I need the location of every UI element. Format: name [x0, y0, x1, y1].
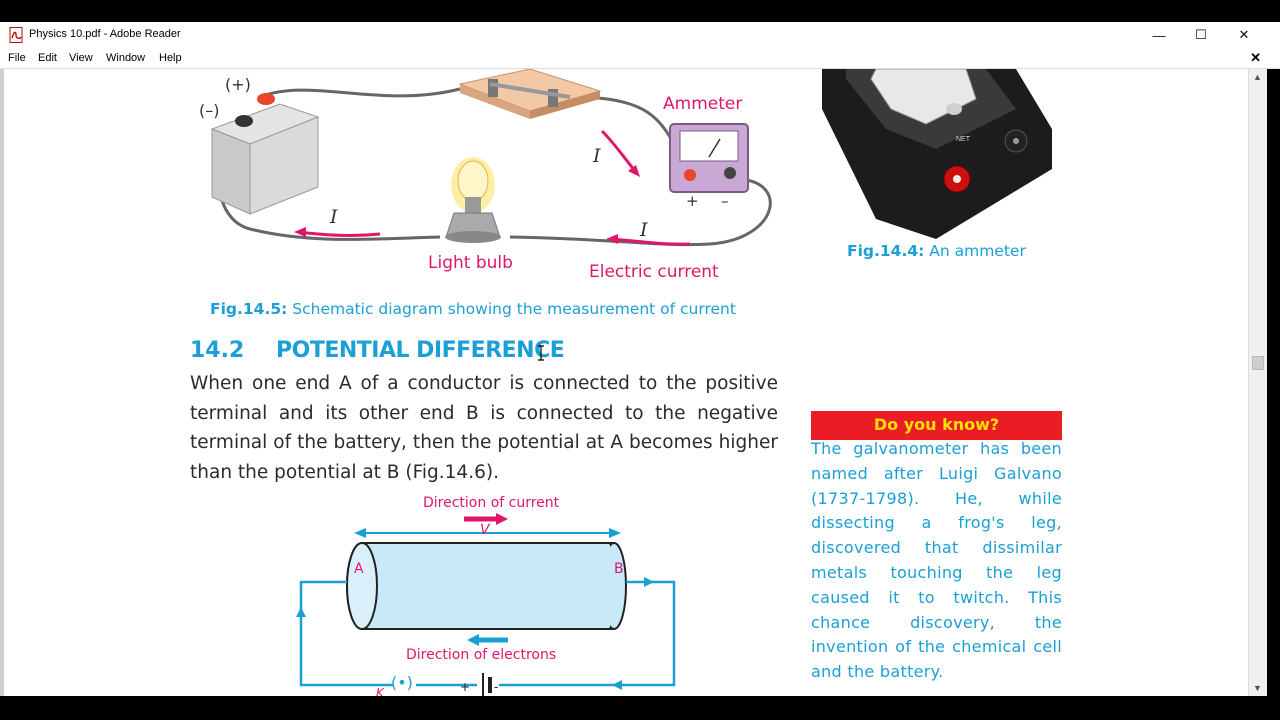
menu-help[interactable]: Help — [159, 52, 182, 64]
fig-14-5-circuit-illustration — [210, 69, 772, 247]
cell-plus-label: + — [460, 680, 471, 694]
current-symbol-label: I — [640, 219, 648, 241]
section-title: POTENTIAL DIFFERENCE — [276, 338, 565, 363]
fig-14-5-caption: Fig.14.5: Schematic diagram showing the … — [210, 300, 736, 318]
light-bulb-label: Light bulb — [428, 253, 513, 273]
direction-of-current-label: Direction of current — [423, 495, 560, 511]
key-symbol: (•) — [391, 673, 413, 692]
svg-text:NET: NET — [956, 136, 971, 143]
key-k-label: K — [376, 686, 384, 696]
close-button[interactable]: ✕ — [1238, 27, 1250, 42]
ammeter-label: Ammeter — [663, 94, 743, 114]
fig-14-4-ammeter-photo: NET — [822, 69, 1052, 239]
menu-edit[interactable]: Edit — [38, 52, 57, 64]
end-b-label: B — [614, 561, 624, 577]
menu-view[interactable]: View — [69, 52, 93, 64]
switch-icon — [458, 69, 602, 119]
end-a-label: A — [354, 561, 364, 577]
vertical-scrollbar[interactable]: ▲ ▼ — [1248, 69, 1267, 696]
electric-current-label: Electric current — [589, 262, 719, 282]
cell-minus-label: - — [494, 680, 499, 694]
section-number: 14.2 — [190, 338, 245, 363]
document-page[interactable]: (+) (–) Ammeter I I I + – Light bulb Ele… — [0, 69, 1248, 696]
menu-window[interactable]: Window — [106, 52, 146, 64]
fig-14-6-conductor-diagram — [296, 513, 676, 696]
light-bulb-icon — [445, 157, 501, 243]
battery-minus-label: (–) — [199, 101, 220, 120]
current-symbol-label: I — [593, 145, 601, 167]
fig-14-4-caption: Fig.14.4: An ammeter — [847, 242, 1026, 260]
body-paragraph: When one end A of a conductor is connect… — [190, 373, 778, 483]
current-symbol-label: I — [330, 206, 338, 228]
ammeter-icon — [669, 123, 749, 193]
battery-plus-label: (+) — [225, 75, 251, 94]
direction-of-electrons-label: Direction of electrons — [406, 647, 557, 663]
ammeter-plus-label: + — [686, 192, 699, 210]
scroll-up-icon[interactable]: ▲ — [1253, 72, 1262, 82]
title-bar: Physics 10.pdf - Adobe Reader — ☐ ✕ — [0, 22, 1280, 48]
window-edge — [1267, 69, 1280, 696]
pdf-file-icon — [9, 27, 23, 43]
scrollbar-thumb[interactable] — [1252, 356, 1264, 370]
minimize-button[interactable]: — — [1152, 27, 1166, 43]
scroll-down-icon[interactable]: ▼ — [1253, 683, 1262, 693]
menu-file[interactable]: File — [8, 52, 26, 64]
window-title: Physics 10.pdf - Adobe Reader — [29, 28, 181, 40]
text-cursor-icon — [538, 345, 544, 361]
menu-bar: File Edit View Window Help ✕ — [0, 48, 1280, 69]
ammeter-minus-label: – — [721, 192, 729, 210]
do-you-know-body: The galvanometer has been named after Lu… — [811, 439, 1062, 682]
voltage-label: V — [480, 522, 490, 538]
close-document-icon[interactable]: ✕ — [1250, 50, 1261, 65]
maximize-button[interactable]: ☐ — [1195, 27, 1207, 42]
do-you-know-title: Do you know? — [811, 411, 1062, 440]
battery-icon — [210, 93, 320, 215]
